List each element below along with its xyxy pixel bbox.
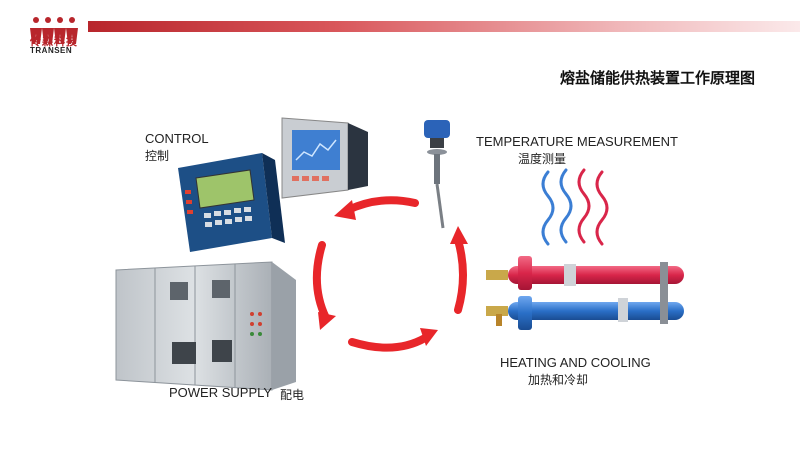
touch-display-icon — [281, 117, 368, 199]
control-label-en: CONTROL — [145, 131, 209, 146]
temperature-label-en: TEMPERATURE MEASUREMENT — [476, 134, 678, 149]
temperature-label-cn: 温度测量 — [518, 152, 567, 166]
cycle-arrow-icon — [312, 196, 467, 352]
brand-name-cn: 传森科技 — [30, 35, 78, 48]
power-label-cn: 配电 — [280, 388, 305, 402]
heat-exchanger-icon — [486, 256, 684, 330]
heat-wave-icon — [541, 168, 609, 246]
header-band — [88, 21, 800, 32]
power-label-en: POWER SUPPLY — [169, 385, 273, 400]
brand-name-en: TRANSEN — [30, 46, 73, 55]
heating-label-cn: 加热和冷却 — [528, 373, 589, 387]
control-label-cn: 控制 — [145, 149, 170, 163]
page-title: 熔盐储能供热装置工作原理图 — [559, 69, 755, 87]
heating-label-en: HEATING AND COOLING — [500, 355, 651, 370]
brand-logo-icon — [30, 17, 78, 44]
control-panel-icon — [178, 153, 285, 252]
temperature-sensor-icon — [424, 120, 450, 229]
power-cabinet-icon — [115, 261, 296, 391]
